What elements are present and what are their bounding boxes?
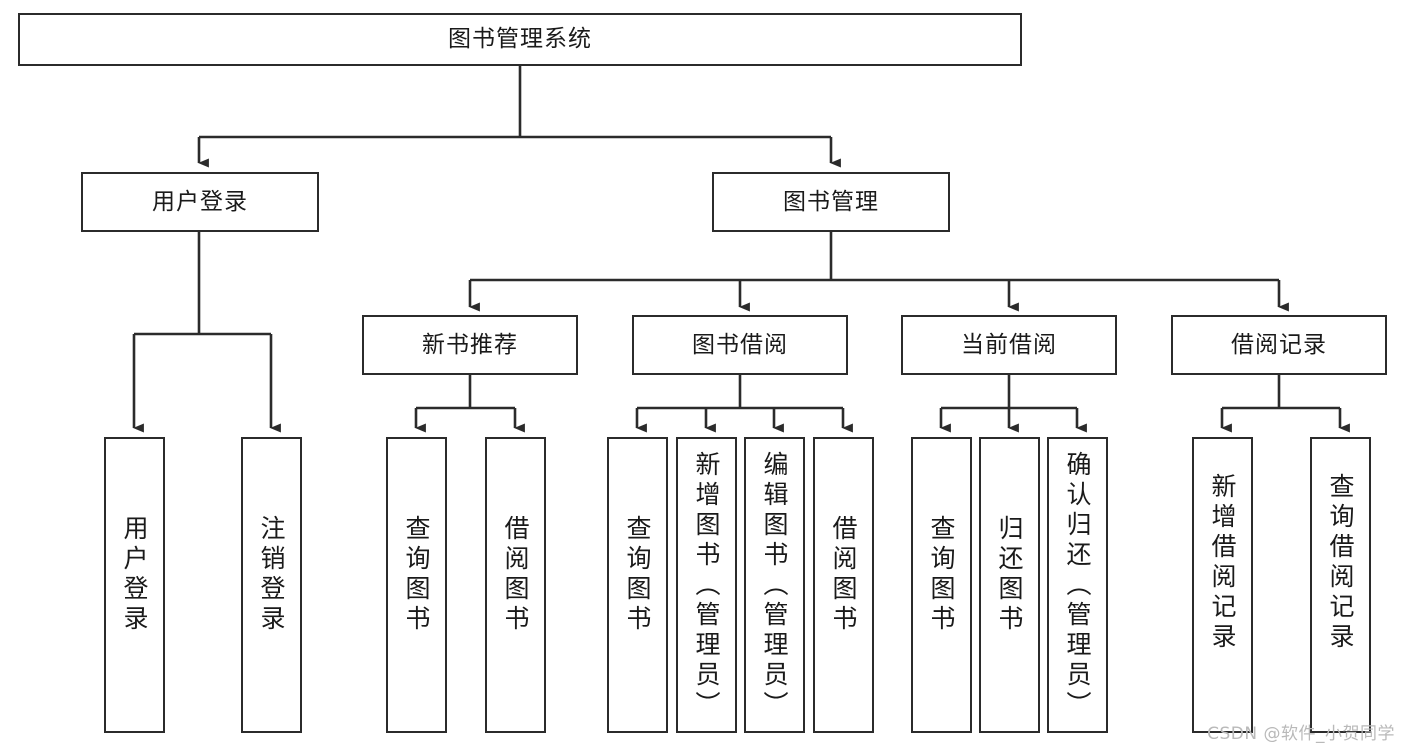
- csdn-watermark: CSDN @软件_小贺同学: [1207, 724, 1395, 744]
- node-leaf-user-logout-label: 注销登录: [257, 515, 286, 635]
- node-user-login[interactable]: 用户登录: [81, 172, 319, 232]
- node-leaf-query-record-label: 查询借阅记录: [1326, 473, 1355, 653]
- node-leaf-user-logout[interactable]: 注销登录: [241, 437, 302, 733]
- node-leaf-add-book-label: 新增图书（管理员）: [692, 451, 721, 721]
- node-user-login-label: 用户登录: [152, 188, 248, 215]
- node-leaf-user-login[interactable]: 用户登录: [104, 437, 165, 733]
- node-leaf-query-book-3[interactable]: 查询图书: [911, 437, 972, 733]
- node-new-book-rec-label: 新书推荐: [422, 331, 518, 358]
- node-borrow-record[interactable]: 借阅记录: [1171, 315, 1387, 375]
- node-leaf-return-book-label: 归还图书: [995, 515, 1024, 635]
- node-leaf-confirm-return[interactable]: 确认归还（管理员）: [1047, 437, 1108, 733]
- node-leaf-query-book-1[interactable]: 查询图书: [386, 437, 447, 733]
- node-book-manage-label: 图书管理: [783, 188, 879, 215]
- node-leaf-add-record-label: 新增借阅记录: [1208, 473, 1237, 653]
- node-root[interactable]: 图书管理系统: [18, 13, 1022, 66]
- node-current-borrow-label: 当前借阅: [961, 331, 1057, 358]
- node-borrow-record-label: 借阅记录: [1231, 331, 1327, 358]
- node-root-label: 图书管理系统: [448, 26, 592, 52]
- node-leaf-user-login-label: 用户登录: [120, 515, 149, 635]
- node-leaf-confirm-return-label: 确认归还（管理员）: [1063, 451, 1092, 721]
- node-leaf-borrow-book-1-label: 借阅图书: [501, 515, 530, 635]
- node-current-borrow[interactable]: 当前借阅: [901, 315, 1117, 375]
- node-leaf-edit-book-label: 编辑图书（管理员）: [760, 451, 789, 721]
- node-leaf-query-record[interactable]: 查询借阅记录: [1310, 437, 1371, 733]
- node-leaf-query-book-3-label: 查询图书: [927, 515, 956, 635]
- node-leaf-query-book-2[interactable]: 查询图书: [607, 437, 668, 733]
- node-leaf-add-book[interactable]: 新增图书（管理员）: [676, 437, 737, 733]
- node-book-manage[interactable]: 图书管理: [712, 172, 950, 232]
- node-leaf-query-book-1-label: 查询图书: [402, 515, 431, 635]
- node-leaf-query-book-2-label: 查询图书: [623, 515, 652, 635]
- node-leaf-edit-book[interactable]: 编辑图书（管理员）: [744, 437, 805, 733]
- node-leaf-add-record[interactable]: 新增借阅记录: [1192, 437, 1253, 733]
- node-new-book-rec[interactable]: 新书推荐: [362, 315, 578, 375]
- node-leaf-borrow-book-1[interactable]: 借阅图书: [485, 437, 546, 733]
- node-leaf-borrow-book-2-label: 借阅图书: [829, 515, 858, 635]
- node-book-borrow-label: 图书借阅: [692, 331, 788, 358]
- node-leaf-borrow-book-2[interactable]: 借阅图书: [813, 437, 874, 733]
- node-leaf-return-book[interactable]: 归还图书: [979, 437, 1040, 733]
- node-book-borrow[interactable]: 图书借阅: [632, 315, 848, 375]
